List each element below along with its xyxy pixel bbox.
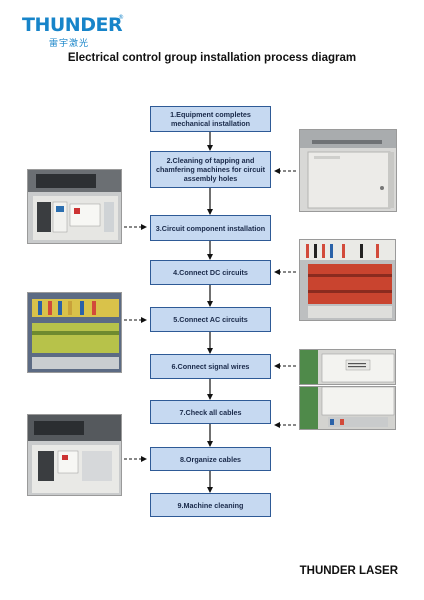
step-2-box: 2.Cleaning of tapping and chamfering mac…	[150, 151, 271, 188]
step-8-box: 8.Organize cables	[150, 447, 271, 471]
step-1-box: 1.Equipment completes mechanical install…	[150, 106, 271, 132]
step-7-box: 7.Check all cables	[150, 400, 271, 424]
logo-wordmark: THUNDER	[22, 14, 123, 36]
step-9-box: 9.Machine cleaning	[150, 493, 271, 517]
step-6-box: 6.Connect signal wires	[150, 354, 271, 379]
photo-cable-check	[299, 386, 396, 430]
step-4-box: 4.Connect DC circuits	[150, 260, 271, 285]
logo-chinese-text: 雷宇激光	[49, 39, 90, 49]
photo-circuit-components	[27, 169, 122, 244]
photo-organized-cables	[27, 414, 122, 496]
step-5-box: 5.Connect AC circuits	[150, 307, 271, 332]
photo-dc-terminals	[299, 239, 396, 321]
photo-ac-terminals	[27, 292, 122, 373]
registered-mark: ®	[118, 14, 124, 21]
photo-empty-cabinet	[299, 129, 397, 212]
thunder-logo: THUNDER ® 雷宇激光	[22, 14, 132, 52]
diagram-title: Electrical control group installation pr…	[67, 52, 357, 64]
step-3-box: 3.Circuit component installation	[150, 215, 271, 241]
photo-signal-module	[299, 349, 396, 385]
footer-brand: THUNDER LASER	[299, 565, 398, 577]
